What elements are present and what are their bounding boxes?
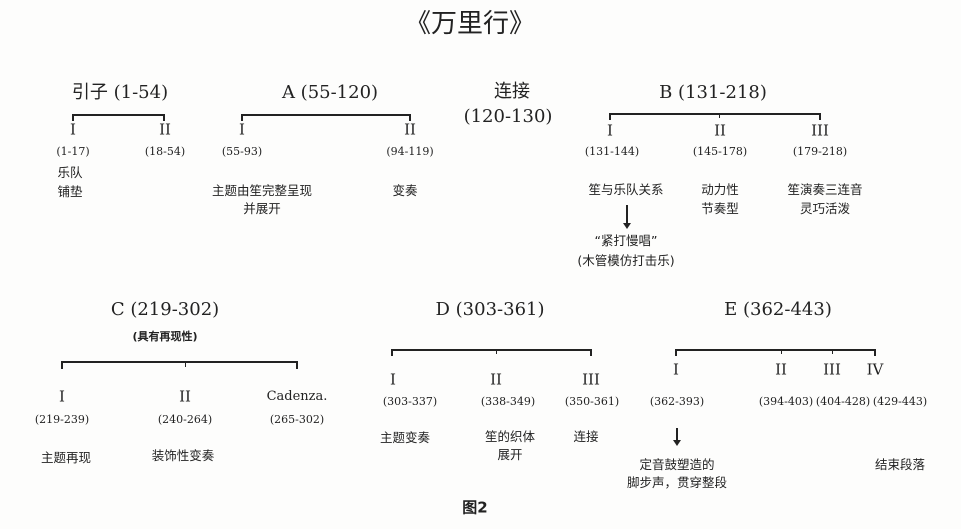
section-num: II — [490, 370, 502, 389]
section-num: IV — [866, 360, 884, 379]
b-heading: B (131-218) — [659, 81, 767, 103]
c-heading: C (219-302) — [110, 298, 220, 320]
section-num: III — [582, 370, 600, 389]
tick — [675, 349, 677, 356]
desc: 变奏 — [392, 183, 418, 199]
tick — [61, 361, 63, 369]
e-heading: E (362-443) — [724, 298, 832, 320]
desc: 脚步声，贯穿整段 — [626, 475, 728, 491]
tick — [296, 361, 298, 369]
d-bracket — [392, 349, 592, 351]
down-arrow-icon — [623, 205, 630, 229]
section-num: I — [239, 120, 245, 139]
desc: 连接 — [573, 429, 599, 445]
bar-range: (404-428) — [815, 395, 871, 409]
bar-range: (131-144) — [584, 145, 640, 159]
link-heading: 连接 — [494, 80, 530, 102]
down-arrow-icon — [673, 428, 680, 446]
desc: 笙的织体 — [484, 429, 536, 445]
bar-range: (55-93) — [221, 145, 263, 159]
bar-range: (303-337) — [382, 395, 438, 409]
tick — [496, 349, 497, 354]
bar-range: (265-302) — [269, 413, 325, 427]
desc: 动力性 — [701, 182, 739, 198]
bar-range: (362-393) — [649, 395, 705, 409]
tick — [163, 114, 165, 121]
desc: 展开 — [497, 447, 523, 463]
intro-bracket — [73, 114, 165, 116]
desc: 节奏型 — [701, 201, 739, 217]
desc: 铺垫 — [57, 184, 83, 200]
bar-range: (240-264) — [157, 413, 213, 427]
section-num: II — [775, 360, 787, 379]
section-num: II — [179, 387, 191, 406]
bar-range: (179-218) — [792, 145, 848, 159]
section-num: II — [159, 120, 171, 139]
desc: 乐队 — [57, 165, 83, 181]
tick — [819, 113, 821, 120]
tick — [391, 349, 393, 356]
section-num: II — [404, 120, 416, 139]
section-num: III — [811, 121, 829, 140]
bar-range: (1-17) — [56, 145, 90, 159]
tick — [185, 361, 186, 367]
a-bracket — [242, 114, 411, 116]
section-num: I — [59, 387, 65, 406]
section-num: Cadenza. — [266, 388, 328, 404]
desc: 灵巧活泼 — [799, 201, 851, 217]
bar-range: (338-349) — [480, 395, 536, 409]
bar-range: (94-119) — [386, 145, 434, 159]
section-num: III — [823, 360, 841, 379]
desc: (木管模仿打击乐) — [577, 253, 675, 269]
bar-range: (219-239) — [34, 413, 90, 427]
tick — [874, 349, 876, 356]
desc: 笙与乐队关系 — [588, 182, 664, 198]
d-heading: D (303-361) — [435, 298, 545, 320]
tick — [72, 114, 74, 121]
desc: “紧打慢唱” — [594, 233, 658, 249]
diagram-title: 《万里行》 — [404, 8, 536, 39]
desc: 主题再现 — [40, 450, 92, 466]
tick — [241, 114, 243, 121]
section-num: I — [390, 370, 396, 389]
desc: 结束段落 — [874, 457, 926, 473]
bar-range: (394-403) — [758, 395, 814, 409]
tick — [609, 113, 611, 120]
intro-heading: 引子 (1-54) — [71, 81, 169, 103]
section-num: I — [673, 360, 679, 379]
a-heading: A (55-120) — [281, 81, 379, 103]
desc: 笙演奏三连音 — [787, 182, 863, 198]
b-bracket — [610, 113, 821, 115]
tick — [409, 114, 411, 121]
c-bracket — [62, 361, 298, 363]
c-note: (具有再现性) — [132, 330, 198, 344]
figure-caption: 图2 — [462, 498, 488, 517]
desc: 主题变奏 — [379, 430, 431, 446]
e-bracket — [676, 349, 876, 351]
desc: 并展开 — [243, 201, 281, 217]
tick — [781, 349, 782, 354]
bar-range: (145-178) — [692, 145, 748, 159]
section-num: I — [70, 120, 76, 139]
desc: 装饰性变奏 — [151, 448, 215, 464]
link-range: (120-130) — [463, 105, 553, 127]
desc: 定音鼓塑造的 — [639, 457, 715, 473]
desc: 主题由笙完整呈现 — [211, 183, 313, 199]
section-num: II — [714, 121, 726, 140]
tick — [719, 113, 720, 118]
tick — [832, 349, 833, 354]
section-num: I — [607, 121, 613, 140]
bar-range: (429-443) — [872, 395, 928, 409]
tick — [590, 349, 592, 356]
bar-range: (350-361) — [564, 395, 620, 409]
bar-range: (18-54) — [144, 145, 186, 159]
